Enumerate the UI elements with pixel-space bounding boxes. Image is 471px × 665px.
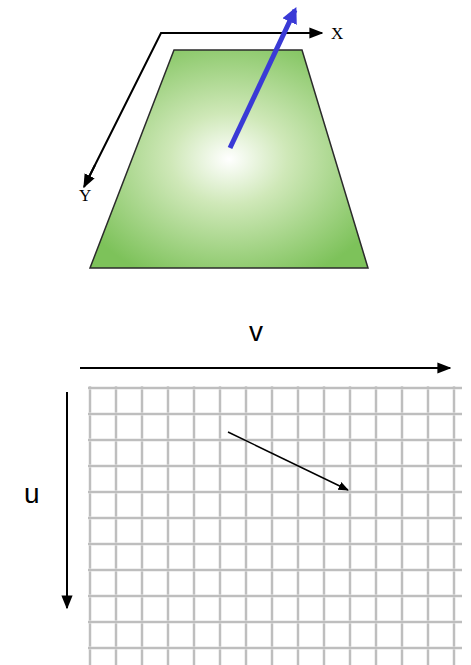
- axis-label: v: [249, 318, 263, 346]
- grid-line: [88, 491, 462, 494]
- grid-line: [88, 439, 462, 442]
- y-axis-head: [84, 165, 95, 187]
- axis-label: X: [331, 25, 343, 42]
- u-axis: [66, 392, 68, 608]
- x-axis-head: [300, 32, 322, 34]
- axis-label: Y: [79, 187, 91, 204]
- grid-line: [88, 595, 462, 598]
- grid-line: [88, 570, 462, 571]
- grid-line: [88, 518, 462, 519]
- grid-line: [88, 388, 462, 389]
- v-axis: [80, 367, 450, 369]
- grid-line: [88, 648, 462, 649]
- grid-line: [88, 387, 462, 390]
- grid-line: [88, 621, 462, 624]
- grid-line: [88, 596, 462, 597]
- grid-line: [88, 465, 462, 468]
- grid-line: [88, 647, 462, 650]
- grid-line: [88, 544, 462, 545]
- plane: [90, 50, 368, 268]
- grid-line: [88, 569, 462, 572]
- grid-line: [88, 622, 462, 623]
- grid-vector: [228, 432, 348, 490]
- axes: [86, 33, 320, 183]
- grid-line: [88, 413, 462, 416]
- normal-vector: [230, 10, 295, 148]
- grid-line: [88, 492, 462, 493]
- grid-line: [88, 543, 462, 546]
- axis-label: u: [24, 480, 40, 508]
- grid-line: [88, 440, 462, 441]
- grid-line: [88, 414, 462, 415]
- grid-line: [88, 517, 462, 520]
- grid: [88, 386, 462, 665]
- grid-line: [88, 466, 462, 467]
